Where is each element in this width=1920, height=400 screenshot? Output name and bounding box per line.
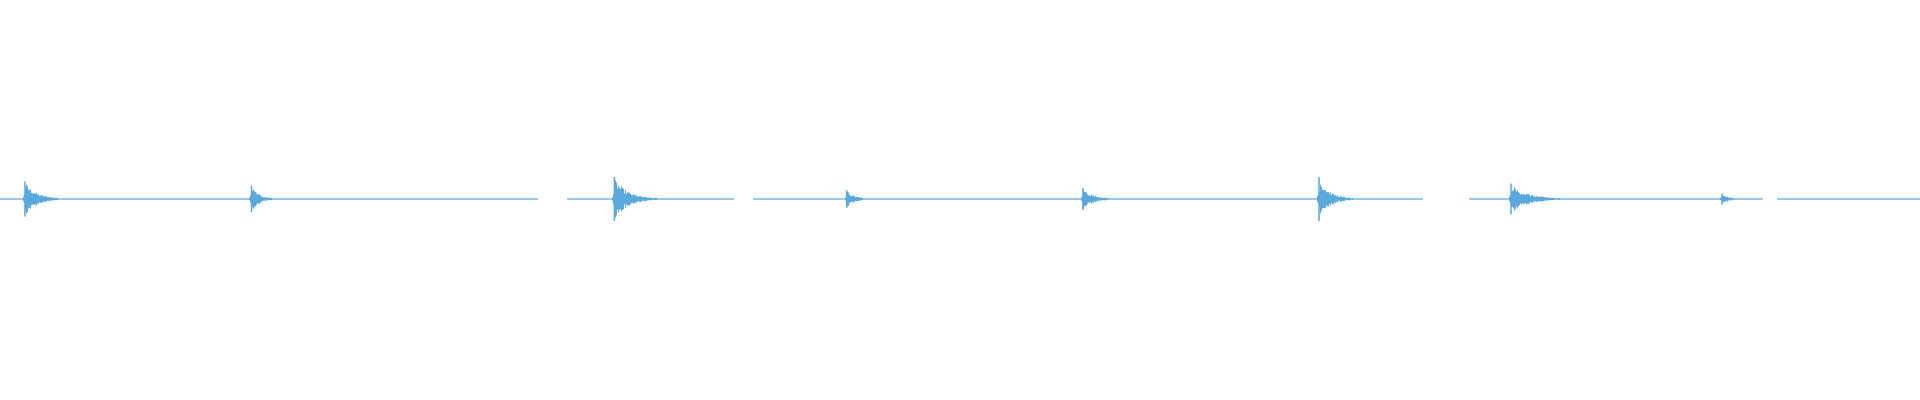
waveform-envelope xyxy=(23,180,1735,218)
waveform-series xyxy=(0,177,1920,221)
